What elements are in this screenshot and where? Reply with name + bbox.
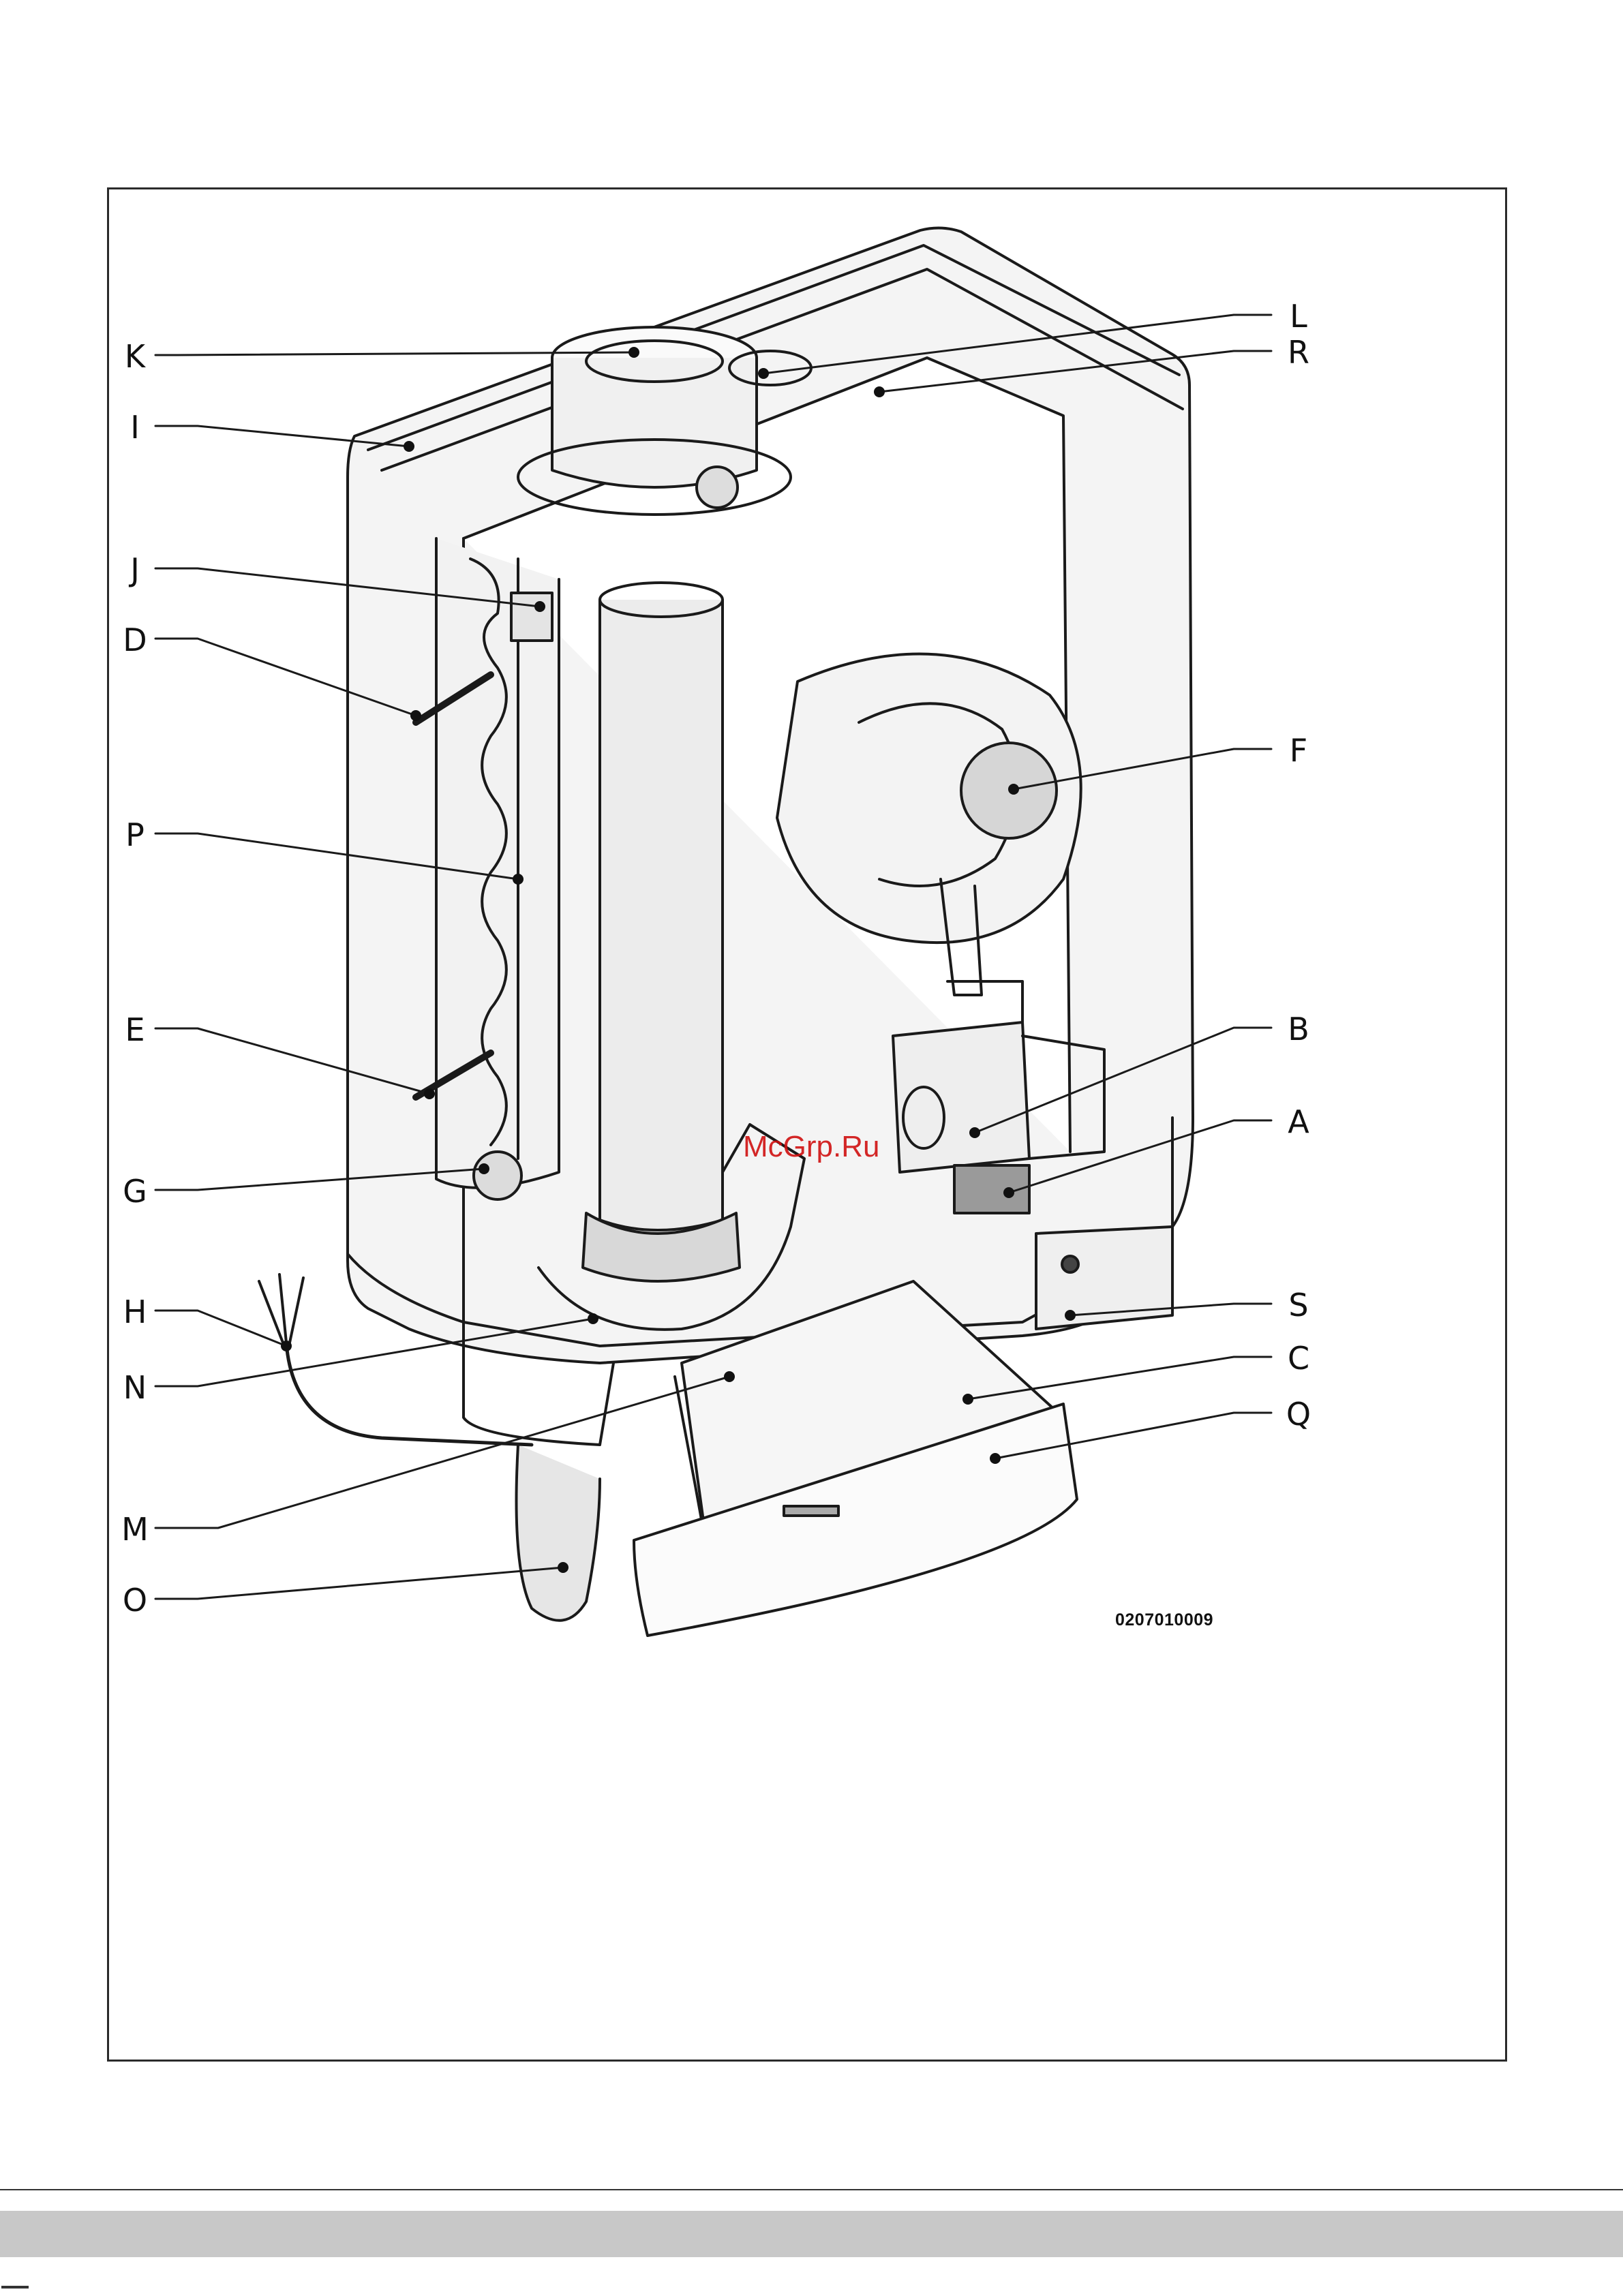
callout-M: M xyxy=(115,1514,155,1545)
callout-S: S xyxy=(1278,1289,1319,1321)
callout-A: A xyxy=(1278,1106,1319,1137)
callout-Q: Q xyxy=(1278,1398,1319,1430)
heat-exchanger xyxy=(416,538,559,1199)
callout-G: G xyxy=(115,1176,155,1207)
footer-divider xyxy=(0,2189,1623,2190)
callout-K: K xyxy=(115,341,155,372)
callout-R: R xyxy=(1278,337,1319,368)
callout-F: F xyxy=(1278,735,1319,766)
callout-B: B xyxy=(1278,1013,1319,1045)
callout-J: J xyxy=(115,554,155,585)
watermark-text: McGrp.Ru xyxy=(743,1130,879,1164)
callout-L: L xyxy=(1278,301,1319,332)
footer-band xyxy=(0,2211,1623,2257)
condensate-trap xyxy=(517,1445,601,1621)
callout-N: N xyxy=(115,1372,155,1403)
footer-logo-fragment xyxy=(0,2284,41,2293)
callout-D: D xyxy=(115,624,155,656)
callout-C: C xyxy=(1278,1343,1319,1374)
callout-P: P xyxy=(115,819,155,851)
callout-I: I xyxy=(115,412,155,443)
callout-E: E xyxy=(115,1014,155,1045)
figure-code: 0207010009 xyxy=(1115,1610,1213,1630)
callout-O: O xyxy=(115,1585,155,1616)
callout-H: H xyxy=(115,1296,155,1328)
